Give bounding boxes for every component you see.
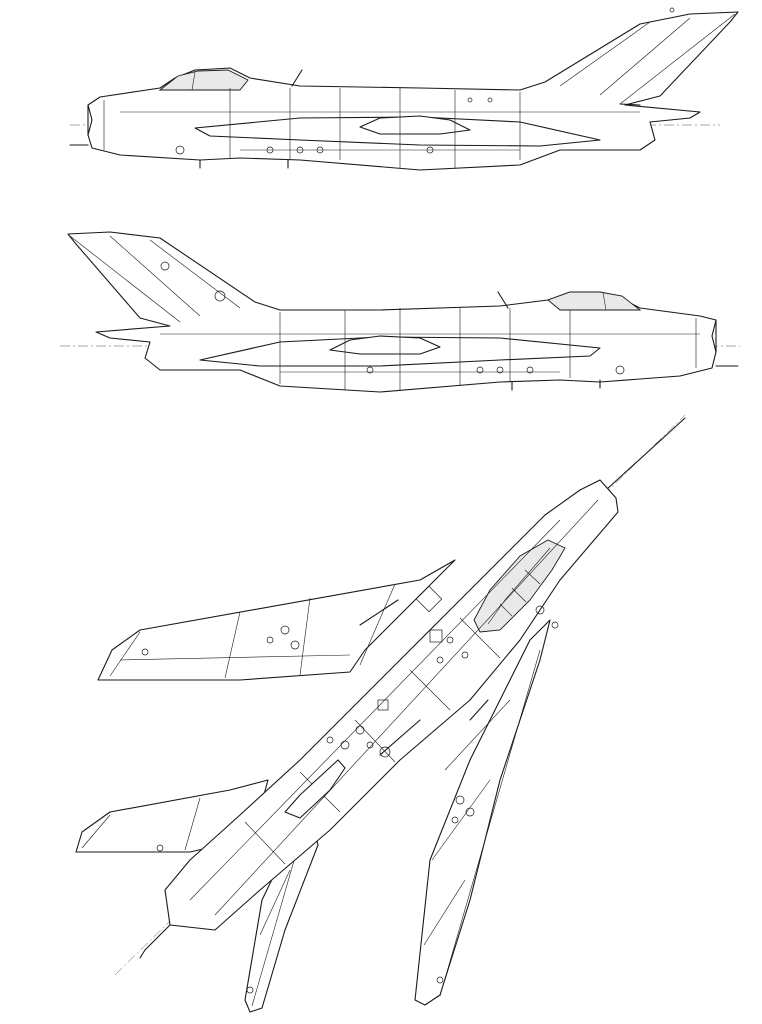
right-side-profile: [60, 231, 740, 393]
left-side-profile: [69, 7, 739, 171]
